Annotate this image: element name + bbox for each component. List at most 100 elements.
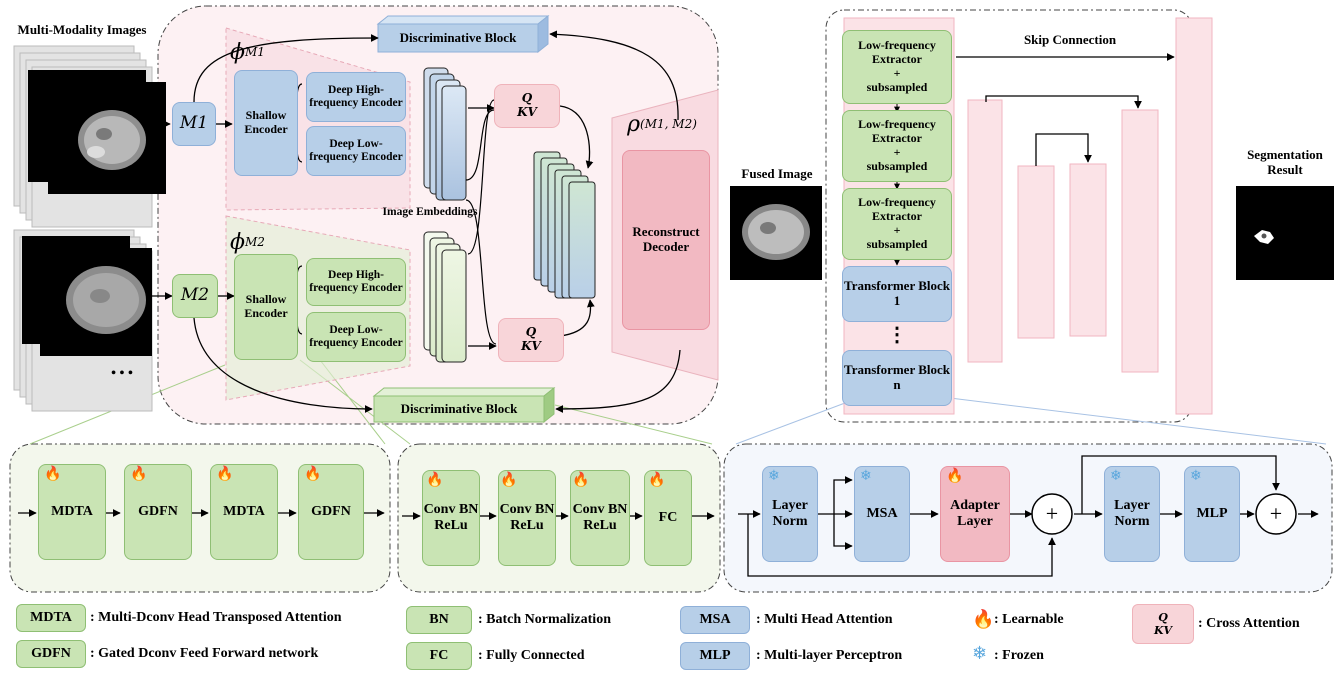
- layer-norm-block-1: Layer Norm: [762, 466, 818, 562]
- lf-extractor-3-line2: Extractor: [872, 209, 922, 224]
- legend-text-cross-attention: : Cross Attention: [1198, 616, 1300, 631]
- discriminative-block-bottom: Discriminative Block: [400, 400, 518, 416]
- phi-m1-symbol: ϕ: [230, 40, 245, 66]
- msa-block: MSA: [854, 466, 910, 562]
- feature-stack-top: [423, 67, 467, 201]
- image-embeddings-label: Image Embeddings: [382, 206, 478, 219]
- legend-q: Q: [1158, 611, 1168, 624]
- reconstruct-decoder: Reconstruct Decoder: [622, 150, 710, 330]
- legend-text-bn: : Batch Normalization: [478, 612, 611, 627]
- transformer-block-1: Transformer Block 1: [842, 266, 952, 322]
- fire-icon: 🔥: [216, 467, 234, 482]
- shallow-encoder-m1: Shallow Encoder: [234, 70, 298, 176]
- legend-text-fc: : Fully Connected: [478, 648, 585, 663]
- gdfn-block-2: GDFN: [298, 464, 364, 560]
- mlp-block: MLP: [1184, 466, 1240, 562]
- modality-m2: M2: [172, 274, 218, 318]
- fire-icon: 🔥: [130, 467, 148, 482]
- lf-extractor-1-line2: Extractor: [872, 52, 922, 67]
- discriminative-block-top-shape: [376, 14, 550, 54]
- rho-sup: (M1, M2): [640, 117, 697, 132]
- snowflake-icon: ❄: [1110, 469, 1122, 484]
- fire-icon: 🔥: [426, 473, 444, 488]
- deep-high-encoder-m2: Deep High-frequency Encoder: [306, 258, 406, 306]
- fire-icon: 🔥: [572, 473, 590, 488]
- snowflake-icon: ❄: [768, 469, 780, 484]
- lf-extractor-1-plus: +: [893, 66, 901, 80]
- lf-extractor-1-line1: Low-frequency: [858, 38, 936, 53]
- conv-bn-relu-block-3: Conv BN ReLu: [570, 470, 630, 566]
- discriminative-block-top: Discriminative Block: [399, 29, 517, 45]
- phi-m1-sup: M1: [245, 45, 265, 60]
- fc-block: FC: [644, 470, 692, 566]
- shallow-encoder-m2: Shallow Encoder: [234, 254, 298, 360]
- legend-key-cross-attention: Q KV: [1132, 604, 1194, 644]
- rho-symbol: ρ: [627, 112, 641, 138]
- phi-m2-label: ϕ M2: [230, 228, 290, 258]
- modality-m1-label: M1: [179, 113, 209, 134]
- rho-label: ρ (M1, M2): [606, 108, 718, 142]
- lf-extractor-3-line1: Low-frequency: [858, 195, 936, 210]
- fire-icon: 🔥: [500, 473, 518, 488]
- legend-key-fc: FC: [406, 642, 472, 670]
- gdfn-block-1: GDFN: [124, 464, 192, 560]
- gdfn-block-2-label: GDFN: [311, 503, 351, 519]
- modality-stack-2: [13, 229, 153, 412]
- q-label-bottom: Q: [525, 325, 537, 340]
- conv-bn-relu-block-2: Conv BN ReLu: [498, 470, 556, 566]
- kv-label-top: KV: [517, 105, 537, 119]
- fire-icon: 🔥: [304, 467, 322, 482]
- legend-text-gdfn: : Gated Dconv Feed Forward network: [90, 646, 319, 661]
- lf-extractor-2-plus: +: [893, 145, 901, 159]
- lf-extractor-3: Low-frequency Extractor + subsampled: [842, 188, 952, 260]
- input-title: Multi-Modality Images: [17, 21, 147, 37]
- legend-text-mdta: : Multi-Dconv Head Transposed Attention: [90, 610, 342, 625]
- snowflake-icon: ❄: [972, 643, 988, 663]
- fused-image-label: Fused Image: [741, 165, 813, 181]
- fire-icon: 🔥: [972, 609, 995, 629]
- skip-connection-label: Skip Connection: [1023, 31, 1117, 47]
- snowflake-icon: ❄: [1190, 469, 1202, 484]
- fire-icon: 🔥: [648, 473, 666, 488]
- layer-norm-block-2: Layer Norm: [1104, 466, 1160, 562]
- modality-stack-1: [13, 45, 166, 228]
- lf-extractor-2-line3: subsampled: [866, 158, 928, 173]
- segmentation-result-label: Segmentation Result: [1247, 147, 1323, 177]
- phi-m1-label: ϕ M1: [230, 38, 290, 68]
- mdta-block-2: MDTA: [210, 464, 278, 560]
- snowflake-icon: ❄: [860, 469, 872, 484]
- lf-extractor-2-line1: Low-frequency: [858, 117, 936, 132]
- transformer-block-n: Transformer Block n: [842, 350, 952, 406]
- phi-m2-sup: M2: [245, 235, 265, 250]
- discriminative-block-bottom-shape: [372, 386, 556, 424]
- vertical-ellipsis: ⋮: [887, 323, 907, 346]
- ellipsis-more-modalities: • • •: [111, 365, 133, 381]
- fire-icon: 🔥: [946, 469, 964, 484]
- add-circle-2: +: [1269, 501, 1283, 527]
- cross-attention-qkv-top: Q KV: [494, 84, 560, 128]
- lf-extractor-2: Low-frequency Extractor + subsampled: [842, 110, 952, 182]
- mdta-block-2-label: MDTA: [223, 503, 265, 519]
- fire-icon: 🔥: [44, 467, 62, 482]
- conv-bn-relu-block-1: Conv BN ReLu: [422, 470, 480, 566]
- deep-high-encoder-m1: Deep High-frequency Encoder: [306, 72, 406, 122]
- cross-attention-qkv-bottom: Q KV: [498, 318, 564, 362]
- deep-low-encoder-m2: Deep Low-frequency Encoder: [306, 312, 406, 362]
- lf-extractor-1-line3: subsampled: [866, 79, 928, 94]
- legend-key-gdfn: GDFN: [16, 640, 86, 668]
- lf-extractor-1: Low-frequency Extractor + subsampled: [842, 30, 952, 104]
- kv-label-bottom: KV: [521, 339, 541, 353]
- add-circle-1: +: [1045, 501, 1059, 527]
- modality-m1: M1: [172, 102, 216, 146]
- legend-key-msa: MSA: [680, 606, 750, 634]
- deep-low-encoder-m1: Deep Low-frequency Encoder: [306, 126, 406, 176]
- gdfn-block-1-label: GDFN: [138, 503, 178, 519]
- lf-extractor-2-line2: Extractor: [872, 131, 922, 146]
- legend-text-frozen: : Frozen: [994, 648, 1044, 663]
- feature-stack-fused: [533, 151, 596, 299]
- q-label-top: Q: [521, 91, 533, 106]
- legend-key-bn: BN: [406, 606, 472, 634]
- modality-m2-label: M2: [180, 285, 210, 306]
